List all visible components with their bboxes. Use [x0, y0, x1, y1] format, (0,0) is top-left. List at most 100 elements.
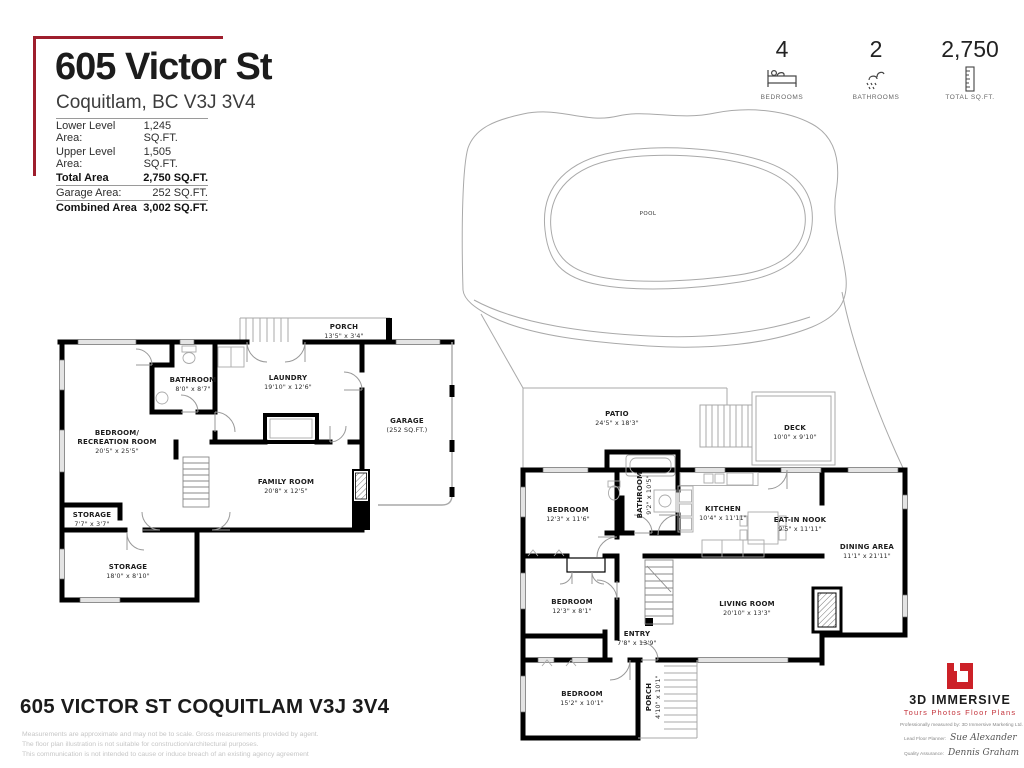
pool-label: POOL [640, 211, 657, 217]
patio-dims: 24'5" x 18'3" [595, 420, 639, 427]
qa-label: Quality Assurance: [904, 752, 944, 757]
stair-post [645, 618, 653, 626]
qa-signature: Dennis Graham [948, 748, 1020, 758]
area-value: 2,750 SQ.FT. [143, 172, 208, 184]
bathroom-main-label: BATHROOM [636, 472, 644, 519]
red-corner-line-horizontal [33, 36, 223, 39]
pool-deck-outline [461, 109, 904, 469]
porch-main-outline [638, 660, 698, 739]
table-row-total: Total Area 2,750 SQ.FT. [56, 171, 208, 186]
disclaimer-line: Measurements are approximate and may not… [22, 731, 319, 738]
main-level-fixtures [527, 454, 787, 667]
dining-dims: 11'1" x 21'11" [843, 553, 891, 560]
laundry-island [263, 413, 319, 444]
entry-label: ENTRY [624, 630, 651, 638]
bedroom-rec-label2: RECREATION ROOM [77, 438, 156, 446]
bedroom-rec-label1: BEDROOM/ [95, 429, 140, 437]
bedroom3-label: BEDROOM [561, 690, 603, 698]
page-title: 605 Victor St [55, 46, 273, 88]
pool-outline [543, 147, 813, 290]
family-room-dims: 20'8" x 12'5" [264, 488, 308, 495]
bed-icon [742, 66, 822, 92]
exterior-stairs [699, 404, 753, 448]
shower-icon [836, 66, 916, 92]
kitchen-label: KITCHEN [705, 505, 741, 513]
nook-label: EAT-IN NOOK [774, 516, 827, 524]
area-value: 1,505 SQ.FT. [143, 146, 178, 170]
qa-signature-row: Quality Assurance: Dennis Graham [904, 748, 1020, 758]
fireplace-lower [352, 469, 370, 503]
table-row-garage: Garage Area: 252 SQ.FT. [56, 186, 208, 201]
kitchen-dims: 10'4" x 11'11" [699, 515, 747, 522]
table-row: Lower Level Area: 1,245 SQ.FT. [56, 119, 208, 145]
storage2-label: STORAGE [109, 563, 148, 571]
red-corner-line-vertical [33, 36, 36, 176]
stat-bedrooms: 4 BEDROOMS [742, 36, 822, 101]
interior-stairs-main [644, 559, 674, 625]
garage-label: GARAGE [390, 417, 424, 425]
bedroom2-label: BEDROOM [551, 598, 593, 606]
porch-post [386, 318, 392, 344]
porch-lower-dims: 13'5" x 3'4" [324, 333, 363, 340]
disclaimer-line: The floor plan illustration is not suita… [22, 741, 259, 748]
patio-label: PATIO [605, 410, 629, 418]
area-label: Lower Level Area: [56, 120, 116, 144]
living-label: LIVING ROOM [719, 600, 775, 608]
garage-dims: (252 SQ.FT.) [387, 427, 428, 434]
stat-total-sqft: 2,750 TOTAL SQ.FT. [930, 36, 1010, 101]
family-room-label: FAMILY ROOM [258, 478, 314, 486]
deck-label: DECK [784, 424, 806, 432]
table-row: Upper Level Area: 1,505 SQ.FT. [56, 145, 208, 171]
entry-dims: 7'8" x 13'9" [617, 640, 656, 647]
total-sqft-count: 2,750 [941, 36, 999, 62]
area-summary-table: Lower Level Area: 1,245 SQ.FT. Upper Lev… [56, 118, 208, 215]
closet-outline [566, 557, 606, 573]
lower-level-windows [59, 339, 441, 603]
area-value: 1,245 SQ.FT. [143, 120, 178, 144]
lower-level-fixtures [155, 345, 313, 439]
main-level-doors [559, 469, 788, 681]
table-row-combined: Combined Area 3,002 SQ.FT. [56, 201, 208, 215]
planner-signature-row: Lead Floor Planner: Sue Alexander [904, 733, 1020, 743]
bathroom-main-dims: 9'2" x 10'5" [646, 475, 653, 514]
living-dims: 20'10" x 13'3" [723, 610, 771, 617]
porch-main-dims: 4'10" x 10'1" [655, 675, 662, 719]
porch-lower-label: PORCH [330, 323, 358, 331]
deck-outline [751, 391, 836, 466]
patio-outline [522, 387, 728, 468]
laundry-dims: 19'10" x 12'6" [264, 384, 312, 391]
area-value: 3,002 SQ.FT. [143, 202, 208, 214]
disclaimer-text: Measurements are approximate and may not… [22, 730, 319, 760]
company-tagline: Tours Photos Floor Plans [903, 708, 1017, 717]
page-subtitle: Coquitlam, BC V3J 3V4 [56, 92, 256, 113]
garage-wall-marks [449, 385, 455, 497]
ruler-icon [930, 66, 1010, 92]
lower-level-doors [126, 341, 363, 551]
wall-mass [352, 502, 370, 530]
interior-stairs-lower [182, 456, 210, 508]
porch-main-label: PORCH [645, 683, 653, 711]
lower-level-floorplan: PORCH 13'5" x 3'4" [57, 317, 455, 603]
storage2-dims: 18'0" x 8'10" [106, 573, 150, 580]
area-label: Combined Area [56, 202, 137, 214]
stat-bathrooms: 2 BATHROOMS [836, 36, 916, 101]
property-stats: 4 BEDROOMS 2 [742, 36, 1010, 101]
bathrooms-label: BATHROOMS [852, 94, 900, 101]
deck-dims: 10'0" x 9'10" [773, 434, 817, 441]
main-level-floorplan: POOL PATIO 24'5" x 18'3" DECK 10'0" x 9'… [461, 109, 908, 741]
bedrooms-count: 4 [775, 36, 789, 62]
bathroom-lower-label: BATHROOM [170, 376, 217, 384]
area-label: Upper Level Area: [56, 146, 116, 170]
dining-label: DINING AREA [840, 543, 895, 551]
bedrooms-label: BEDROOMS [760, 94, 804, 101]
area-value: 252 SQ.FT. [152, 187, 208, 199]
porch-lower-outline [239, 317, 390, 342]
bathroom-lower-dims: 8'0" x 8'7" [175, 386, 210, 393]
bedroom3-dims: 15'2" x 10'1" [560, 700, 604, 707]
fireplace-main [811, 586, 843, 634]
bedroom2-dims: 12'3" x 8'1" [552, 608, 591, 615]
area-label: Garage Area: [56, 187, 122, 199]
bedroom1-dims: 12'3" x 11'6" [546, 516, 590, 523]
footer-address: 605 VICTOR ST COQUITLAM V3J 3V4 [20, 695, 390, 718]
